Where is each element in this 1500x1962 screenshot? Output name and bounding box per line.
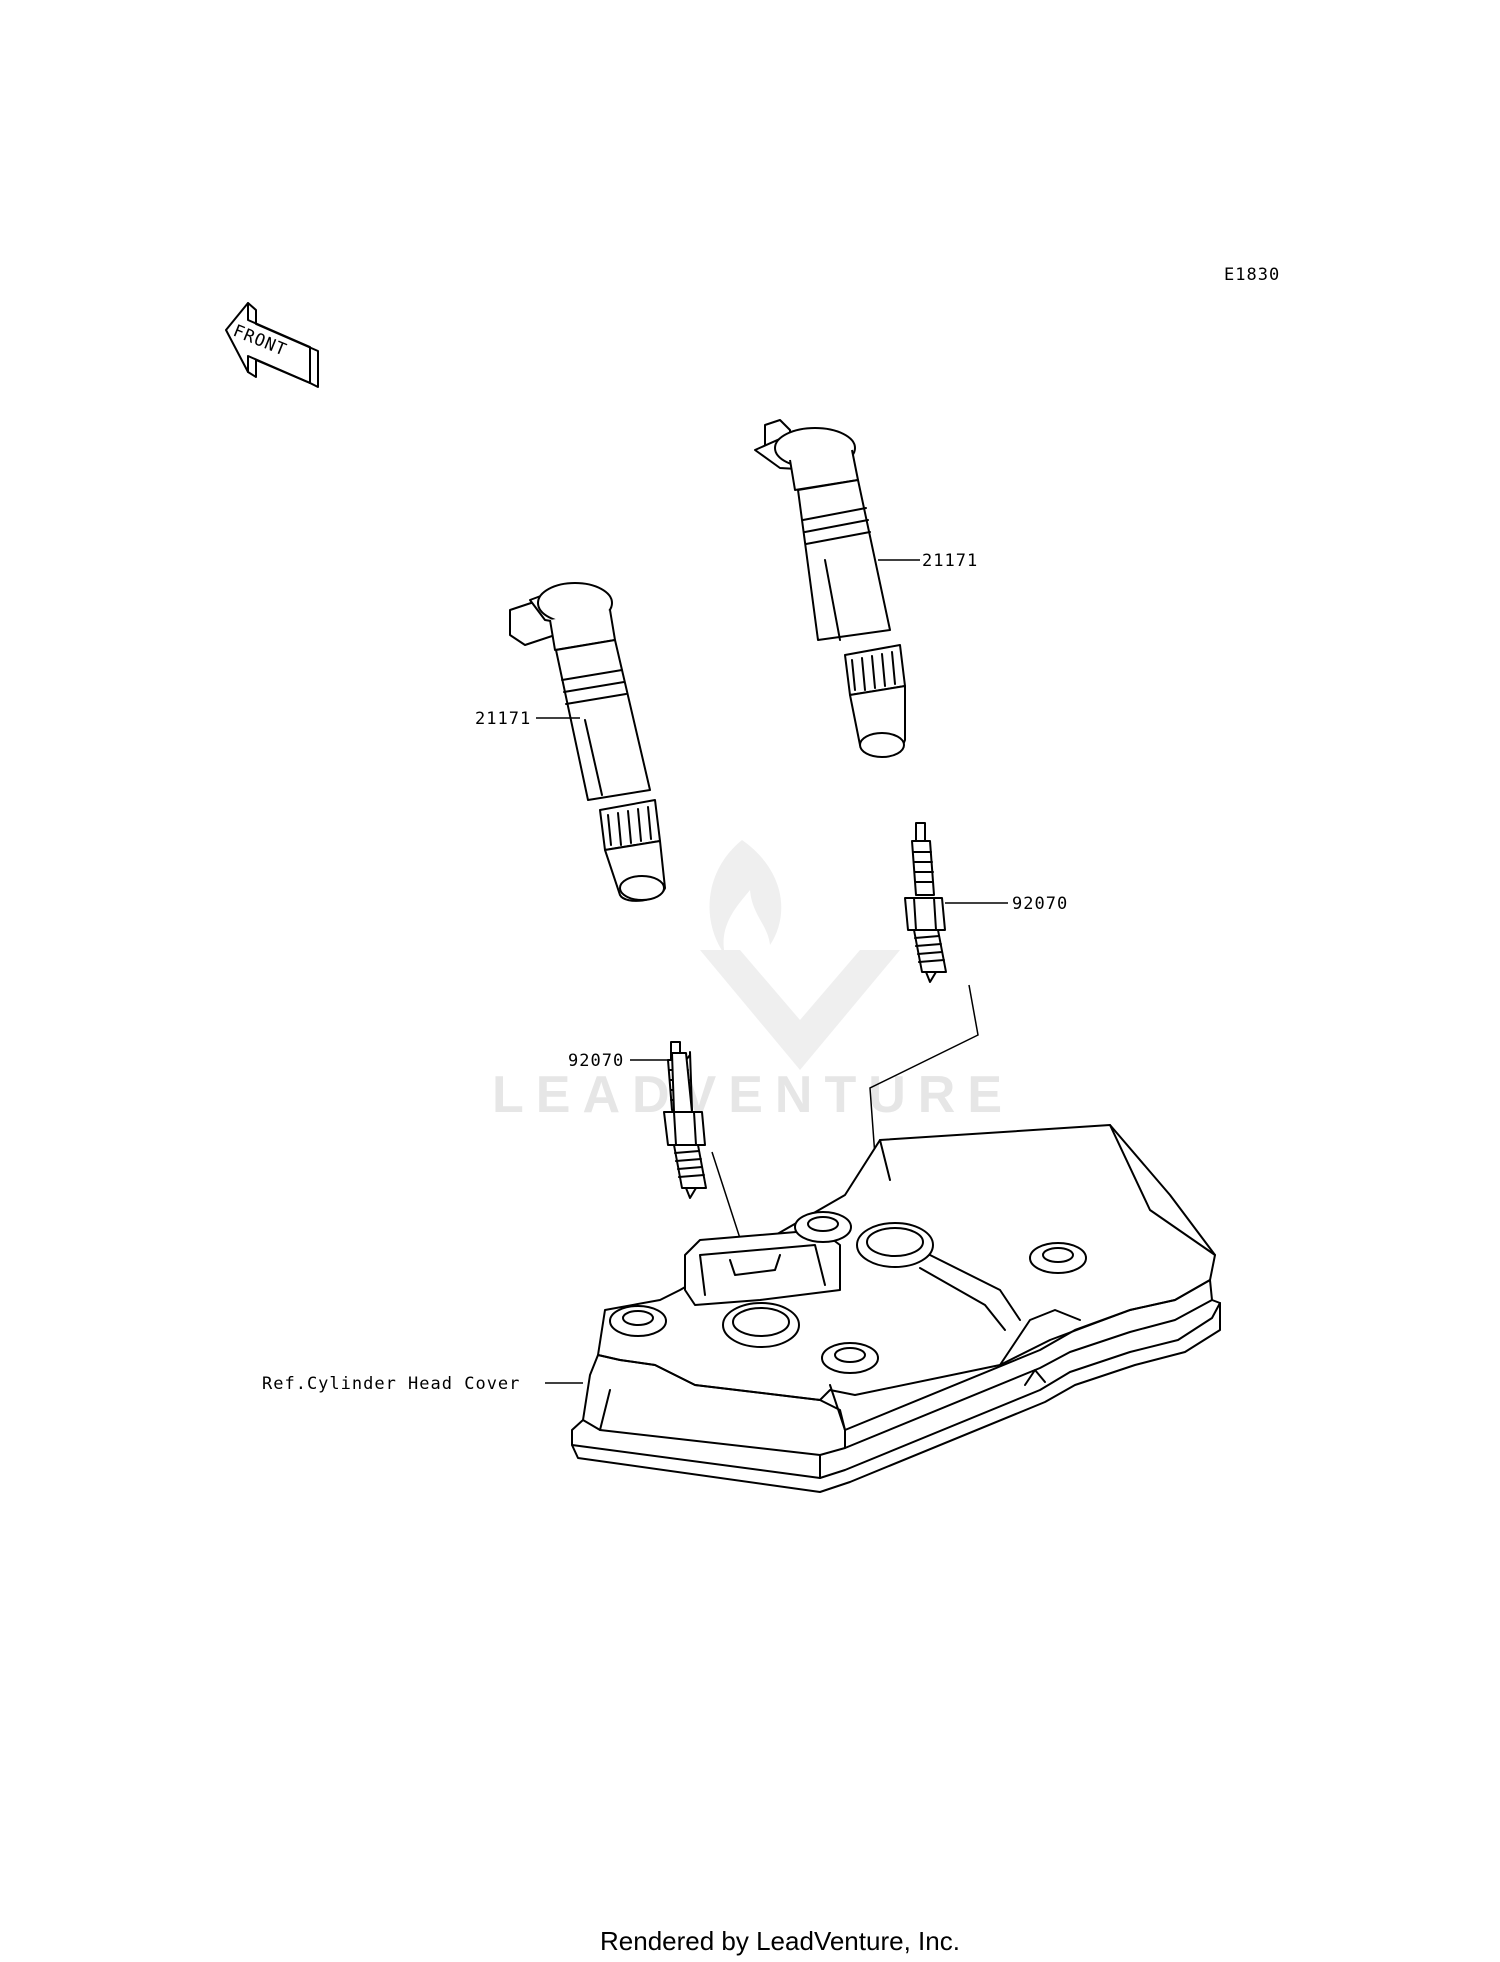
part-number-coil-right[interactable]: 21171 bbox=[922, 551, 978, 571]
ignition-coil-right[interactable] bbox=[754, 419, 906, 758]
part-number-plug-right[interactable]: 92070 bbox=[1012, 894, 1068, 914]
cylinder-head-cover[interactable] bbox=[571, 1124, 1221, 1493]
footer-text: Rendered by LeadVenture, Inc. bbox=[600, 1926, 960, 1956]
spark-plug-left[interactable] bbox=[663, 1041, 707, 1199]
ignition-coil-left[interactable] bbox=[509, 582, 666, 902]
watermark: LEADVENTURE bbox=[492, 840, 1014, 1124]
watermark-text: LEADVENTURE bbox=[492, 1066, 1014, 1124]
diagram-code: E1830 bbox=[1224, 265, 1280, 285]
part-number-coil-left[interactable]: 21171 bbox=[475, 709, 531, 729]
reference-label[interactable]: Ref.Cylinder Head Cover bbox=[262, 1374, 520, 1394]
front-arrow-icon: FRONT bbox=[225, 302, 319, 388]
part-number-plug-left[interactable]: 92070 bbox=[568, 1051, 624, 1071]
spark-plug-right[interactable] bbox=[904, 822, 947, 983]
